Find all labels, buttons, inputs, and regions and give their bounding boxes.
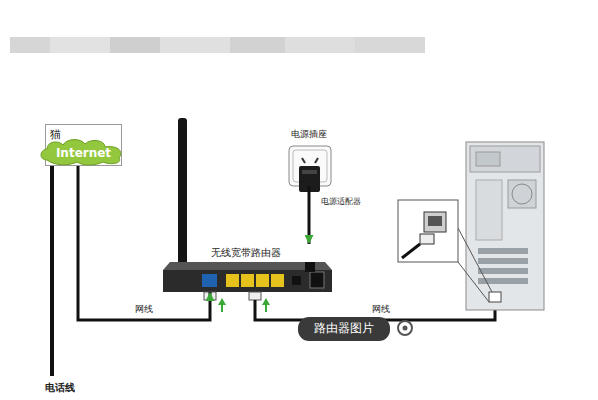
plug-inset xyxy=(424,212,446,232)
router-body xyxy=(292,276,301,285)
router-body xyxy=(310,272,324,288)
internet-cloud xyxy=(41,140,121,165)
router-body xyxy=(256,274,269,287)
power-cord xyxy=(308,186,311,244)
antenna xyxy=(178,118,187,268)
blurred-title xyxy=(10,37,425,53)
pc-tower xyxy=(466,142,544,310)
modem-box: 猫 Internet xyxy=(45,124,122,166)
pc-tower xyxy=(478,258,528,264)
cable-label: 网线 xyxy=(372,304,390,315)
plug-inset xyxy=(398,200,458,262)
blurred-title xyxy=(285,37,355,53)
pc-tower xyxy=(489,292,501,302)
power-adapter xyxy=(299,166,320,272)
node-heading: 无线宽带路由器 xyxy=(211,246,281,260)
photo-icon xyxy=(403,326,408,331)
plug-inset xyxy=(428,216,442,226)
pc-tower xyxy=(476,180,502,240)
blurred-title xyxy=(50,37,110,53)
plug-inset xyxy=(420,234,434,244)
power-socket xyxy=(302,158,305,163)
blurred-title xyxy=(160,37,230,53)
pc-tower xyxy=(470,146,540,172)
photo-icon xyxy=(398,321,412,335)
router-body xyxy=(163,270,332,292)
blurred-title xyxy=(230,37,285,53)
adapter-label: 电源适配器 xyxy=(321,197,361,207)
pc-tower xyxy=(508,180,536,208)
pc-tower xyxy=(466,142,544,310)
green-arrow xyxy=(262,298,270,312)
power-socket xyxy=(315,158,318,163)
node-heading: 路由器图片 xyxy=(314,320,374,336)
node-heading: 电源插座 xyxy=(291,128,327,141)
plug-inset xyxy=(398,200,492,302)
power-socket: 电源插座 xyxy=(285,128,333,186)
plug-inset xyxy=(458,228,492,292)
router-body xyxy=(271,274,284,287)
blurred-title xyxy=(355,37,425,53)
router-body xyxy=(163,262,332,300)
network-cable xyxy=(78,166,210,320)
antenna xyxy=(178,118,187,268)
blurred-title xyxy=(10,37,50,53)
pc-tower xyxy=(512,184,532,204)
wireless-router: 无线宽带路由器 xyxy=(160,244,332,292)
router-body xyxy=(202,274,217,287)
green-arrow xyxy=(218,298,226,312)
phone-line xyxy=(50,166,54,376)
plug-inset xyxy=(458,262,489,302)
phone-line-label: 电话线 xyxy=(45,382,75,394)
router-body xyxy=(249,292,261,300)
router-body xyxy=(241,274,254,287)
blurred-title xyxy=(110,37,160,53)
phone-line xyxy=(52,166,53,376)
plug-inset xyxy=(402,244,420,258)
photo-icon xyxy=(398,321,412,335)
node-heading: 猫 xyxy=(50,127,61,142)
photo-caption-pill: 路由器图片 xyxy=(298,317,390,341)
pc-tower xyxy=(478,248,528,254)
cable-label: 网线 xyxy=(135,304,153,315)
pc-tower xyxy=(476,152,500,166)
router-body xyxy=(226,274,239,287)
power-adapter xyxy=(305,262,315,272)
power-adapter xyxy=(302,170,317,174)
node-text: Internet xyxy=(56,145,111,161)
pc-tower xyxy=(478,268,528,274)
